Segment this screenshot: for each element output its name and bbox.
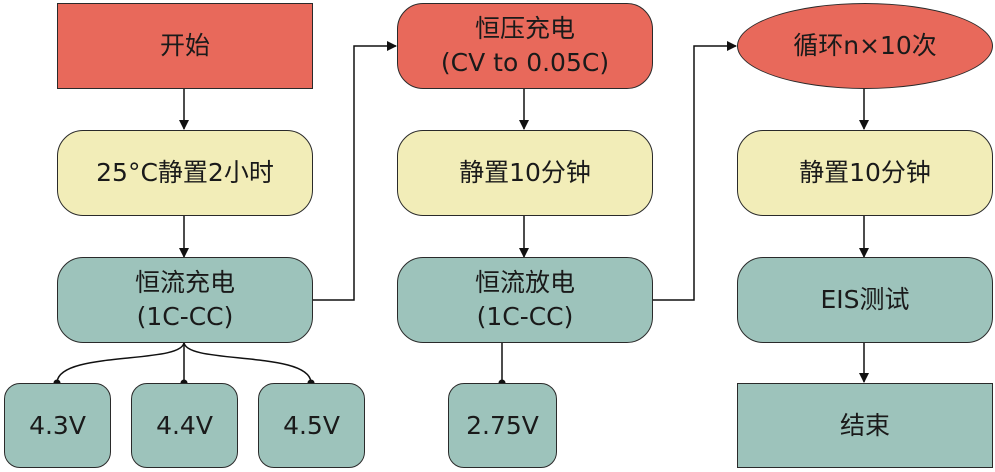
node-cc-charge: 恒流充电 (1C-CC) <box>57 257 313 343</box>
node-rest-10m-b: 静置10分钟 <box>737 130 993 216</box>
node-label: 2.75V <box>466 410 539 440</box>
node-label: 4.4V <box>156 410 213 440</box>
edge-cccharge-45 <box>183 341 312 384</box>
node-cycle: 循环n×10次 <box>737 3 993 89</box>
node-4-4v: 4.4V <box>131 383 238 468</box>
node-end: 结束 <box>737 383 993 468</box>
node-2-75v: 2.75V <box>448 383 557 468</box>
node-cc-discharge: 恒流放电 (1C-CC) <box>397 257 653 343</box>
node-cv-charge: 恒压充电 (CV to 0.05C) <box>397 3 653 89</box>
node-label-line2: (CV to 0.05C) <box>440 48 610 77</box>
node-label-line2: (1C-CC) <box>136 302 234 331</box>
node-rest-10m-a: 静置10分钟 <box>397 130 653 216</box>
node-label: 静置10分钟 <box>459 158 591 187</box>
edge-cccharge-43 <box>56 341 185 384</box>
node-label: 25°C静置2小时 <box>96 158 274 187</box>
node-label: 4.5V <box>283 410 340 440</box>
node-label: 结束 <box>839 410 890 440</box>
node-label: 开始 <box>159 31 210 60</box>
node-label: 4.3V <box>29 410 86 440</box>
node-label-line1: 恒流放电 <box>474 268 575 297</box>
node-rest-2h: 25°C静置2小时 <box>57 130 313 216</box>
node-label-line1: 恒流充电 <box>134 268 235 297</box>
node-label: EIS测试 <box>820 285 910 314</box>
node-start: 开始 <box>57 3 313 89</box>
node-4-3v: 4.3V <box>4 383 111 468</box>
node-label: 循环n×10次 <box>793 31 937 60</box>
edge-cccharge-cv <box>312 41 397 301</box>
node-eis: EIS测试 <box>737 257 993 343</box>
node-label-line1: 恒压充电 <box>474 14 575 43</box>
edge-ccdis-cycle <box>652 41 737 301</box>
node-label: 静置10分钟 <box>799 158 931 187</box>
node-label-line2: (1C-CC) <box>476 302 574 331</box>
node-4-5v: 4.5V <box>258 383 365 468</box>
